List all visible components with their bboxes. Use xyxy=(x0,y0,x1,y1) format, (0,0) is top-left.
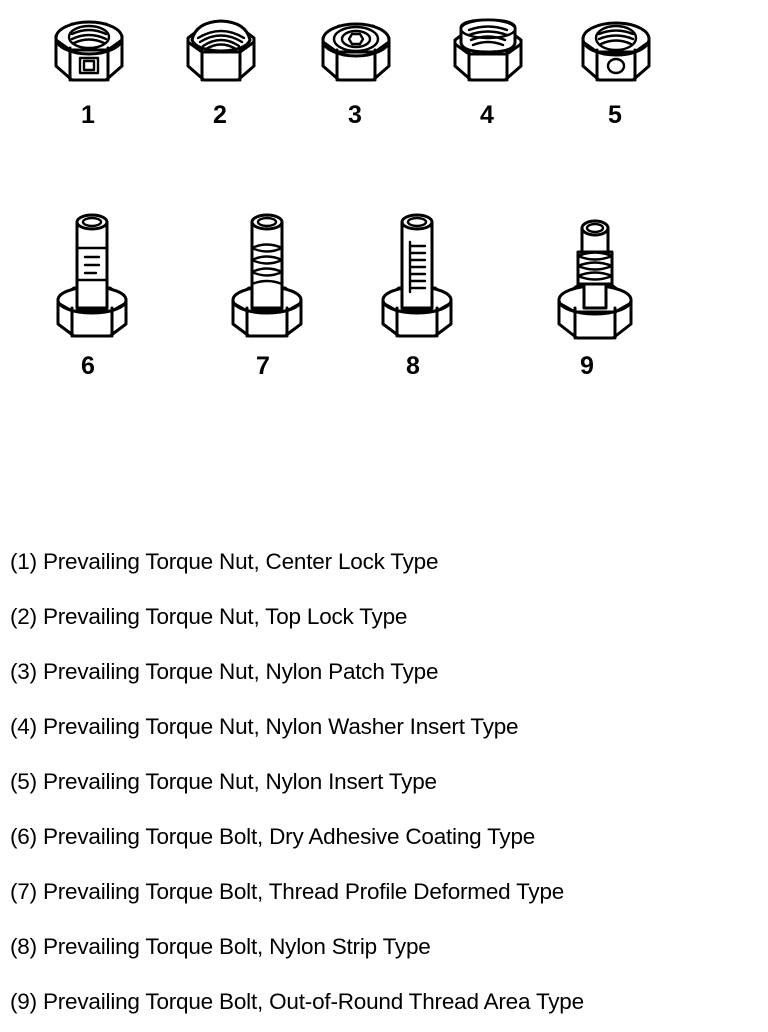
caption-text-5: (5) Prevailing Torque Nut, Nylon Insert … xyxy=(10,768,437,794)
caption-text-2: (2) Prevailing Torque Nut, Top Lock Type xyxy=(10,603,408,629)
prevailing-torque-bolt-nylon-strip xyxy=(377,208,457,344)
fastener-figure: 1 2 3 4 5 6 7 8 9 xyxy=(48,14,657,380)
caption-item: (6) Prevailing Torque Bolt, Dry Adhesive… xyxy=(0,809,768,864)
prevailing-torque-bolt-out-of-round-thread-area xyxy=(551,208,639,344)
caption-list: (1) Prevailing Torque Nut, Center Lock T… xyxy=(0,534,768,1029)
caption-item: (1) Prevailing Torque Nut, Center Lock T… xyxy=(0,534,768,589)
prevailing-torque-bolt-thread-profile-deformed xyxy=(227,208,307,344)
caption-text-6: (6) Prevailing Torque Bolt, Dry Adhesive… xyxy=(10,823,536,849)
figure-number-9: 9 xyxy=(580,352,594,380)
caption-text-1: (1) Prevailing Torque Nut, Center Lock T… xyxy=(10,548,439,574)
prevailing-torque-nut-top-lock xyxy=(180,14,262,90)
figure-number-7: 7 xyxy=(256,352,270,380)
figure-number-8: 8 xyxy=(406,352,420,380)
caption-item: (4) Prevailing Torque Nut, Nylon Washer … xyxy=(0,699,768,754)
figure-number-4: 4 xyxy=(480,101,494,129)
caption-text-3: (3) Prevailing Torque Nut, Nylon Patch T… xyxy=(10,658,439,684)
prevailing-torque-nut-nylon-insert xyxy=(575,14,657,90)
caption-text-7: (7) Prevailing Torque Bolt, Thread Profi… xyxy=(10,878,565,904)
caption-text-8: (8) Prevailing Torque Bolt, Nylon Strip … xyxy=(10,933,431,959)
figure-number-3: 3 xyxy=(348,101,362,129)
prevailing-torque-nut-nylon-washer-insert xyxy=(447,14,529,90)
caption-item: (5) Prevailing Torque Nut, Nylon Insert … xyxy=(0,754,768,809)
prevailing-torque-nut-nylon-patch xyxy=(315,14,397,90)
caption-item: (7) Prevailing Torque Bolt, Thread Profi… xyxy=(0,864,768,919)
figure-number-1: 1 xyxy=(81,101,95,129)
prevailing-torque-bolt-dry-adhesive-coating xyxy=(52,208,132,344)
caption-item: (8) Prevailing Torque Bolt, Nylon Strip … xyxy=(0,919,768,974)
caption-item: (9) Prevailing Torque Bolt, Out-of-Round… xyxy=(0,974,768,1029)
figure-number-2: 2 xyxy=(213,101,227,129)
caption-text-4: (4) Prevailing Torque Nut, Nylon Washer … xyxy=(10,713,519,739)
caption-item: (3) Prevailing Torque Nut, Nylon Patch T… xyxy=(0,644,768,699)
figure-number-6: 6 xyxy=(81,352,95,380)
figure-number-5: 5 xyxy=(608,101,622,129)
prevailing-torque-nut-center-lock xyxy=(48,14,130,90)
caption-item: (2) Prevailing Torque Nut, Top Lock Type xyxy=(0,589,768,644)
caption-text-9: (9) Prevailing Torque Bolt, Out-of-Round… xyxy=(10,988,584,1014)
